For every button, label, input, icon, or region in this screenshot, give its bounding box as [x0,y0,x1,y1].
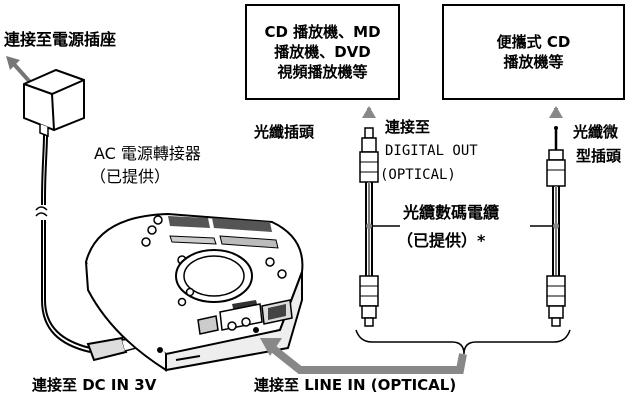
arrow-to-outlet-icon [6,56,32,84]
box-line: 便攜式 CD [496,32,571,51]
md-player-icon [84,212,304,372]
label-to-outlet: 連接至電源插座 [4,30,117,49]
label-digital-out: DIGITAL OUT [385,143,478,159]
box-line: 視頻播放機等 [277,63,368,82]
label-optical-mini-plug: 光纖微 [573,123,619,141]
cable-label-leaders [366,223,559,229]
cable-bracket [355,329,571,355]
label-connect-to: 連接至 [385,118,431,136]
adapter-cable [35,134,91,353]
left-optical-cable [359,106,379,327]
label-optical-mini-plug-2: 型插頭 [576,147,622,165]
label-optical: (OPTICAL) [380,167,456,183]
label-optical-cable: 光纜數碼電纜 [403,203,500,222]
label-to-dc-in: 連接至 DC IN 3V [32,376,157,394]
portable-cd-box: 便攜式 CD 播放機等 [442,4,625,100]
source-device-box: CD 播放機、MD 播放機、DVD 視頻播放機等 [245,4,400,100]
box-line: CD 播放機、MD [264,22,381,41]
label-optical-cable-supplied: （已提供）* [397,231,486,250]
label-optical-plug: 光纖插頭 [254,123,315,141]
label-to-line-in: 連接至 LINE IN (OPTICAL) [254,376,457,394]
connection-path-arrow [260,338,467,374]
box-line: 播放機、DVD [274,42,371,61]
right-optical-cable [546,106,566,327]
label-ac-adapter: AC 電源轉接器 [94,144,201,163]
ac-adapter-icon [23,68,85,138]
box-line: 播放機等 [503,53,564,71]
label-ac-adapter-supplied: （已提供） [90,167,171,186]
